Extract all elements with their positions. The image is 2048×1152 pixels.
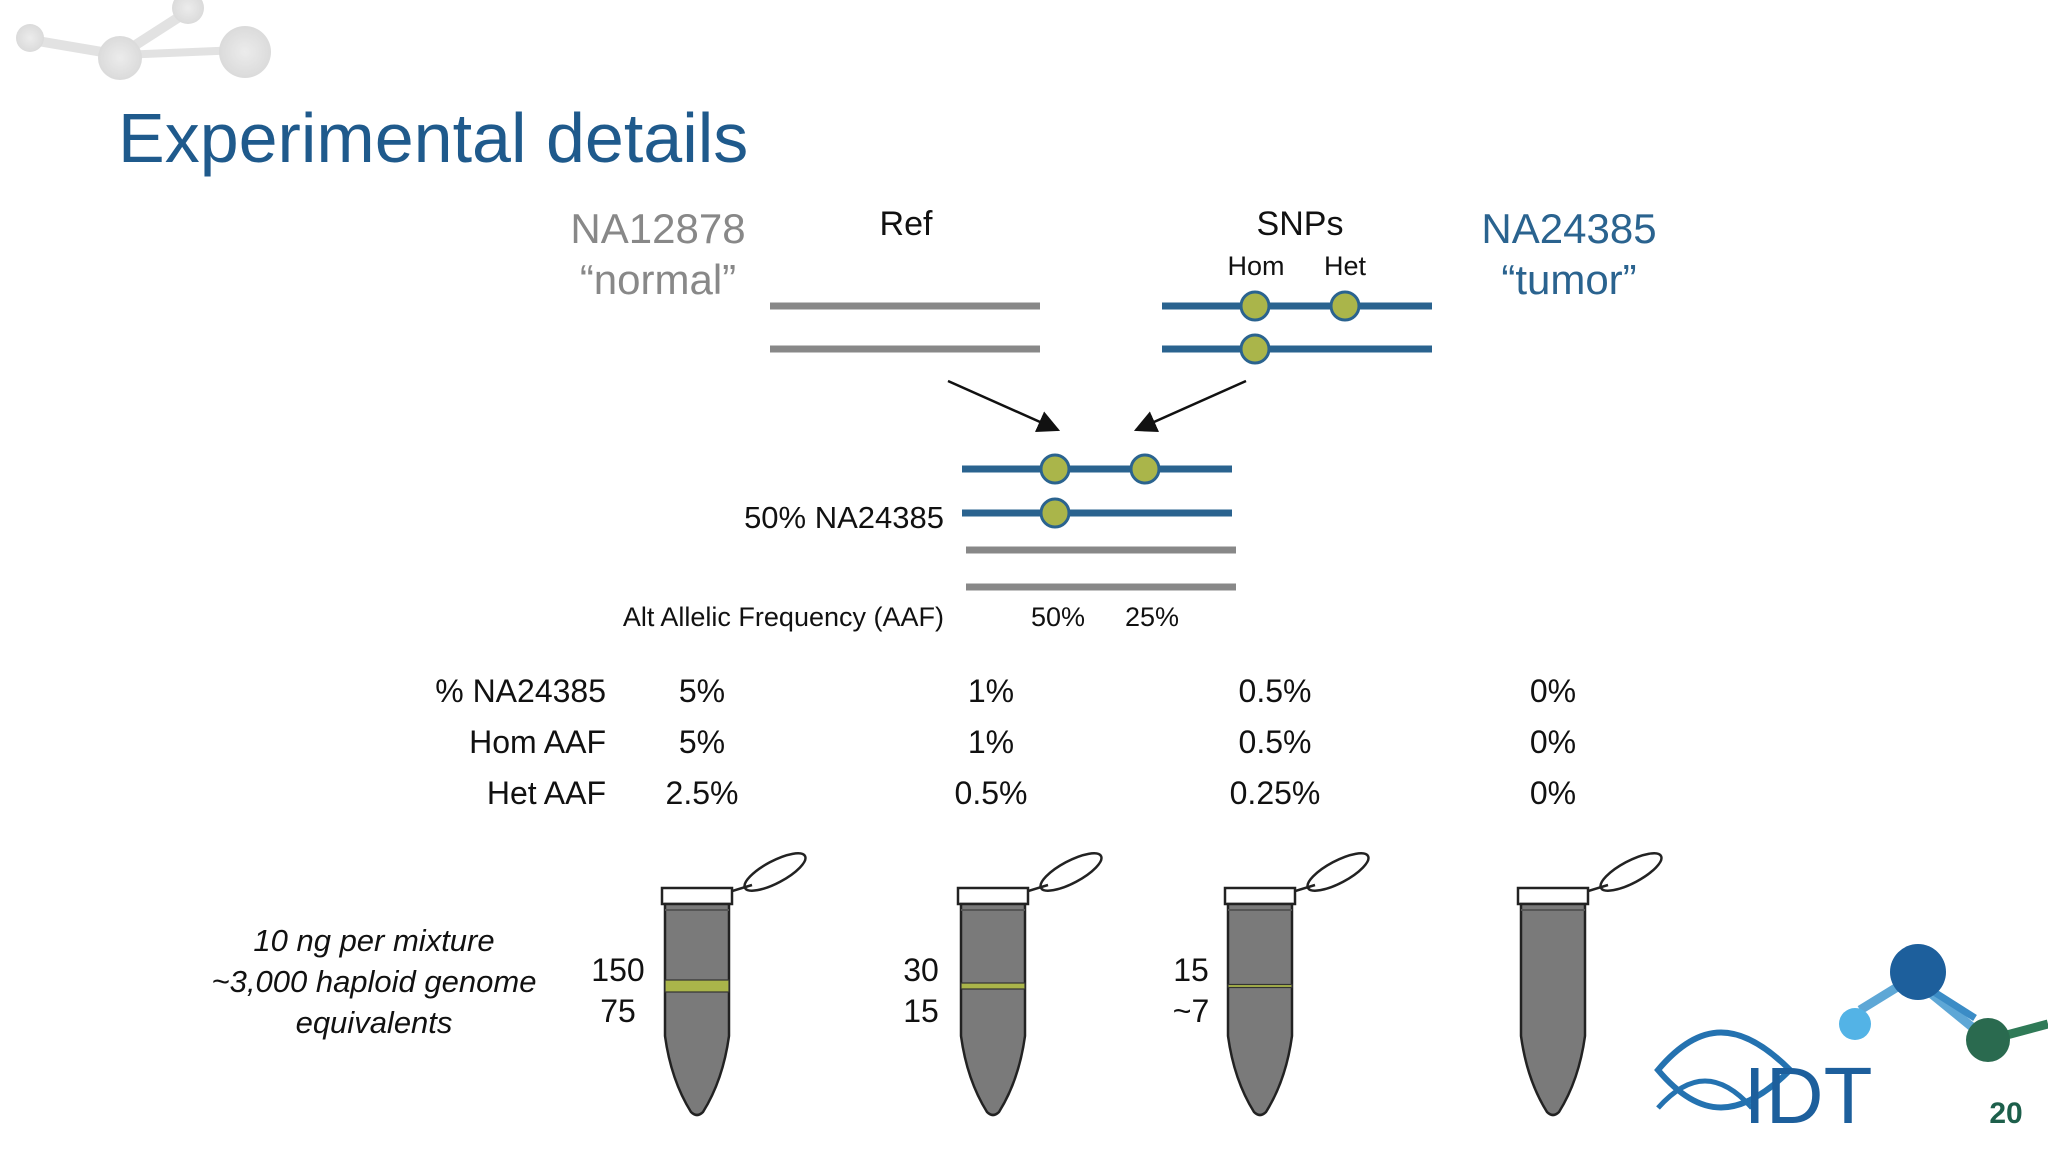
normal-sample-name: NA12878: [570, 205, 745, 252]
tube-rim: [1516, 886, 1590, 906]
dna-band: [1227, 983, 1293, 989]
table-cell: 0%: [1530, 673, 1576, 709]
table-cell: 0.25%: [1230, 775, 1321, 811]
tube-rim: [956, 886, 1030, 906]
table-cell: 5%: [679, 673, 725, 709]
hom-snp-dot: [1039, 453, 1071, 485]
hom-snp-dot: [1239, 333, 1271, 365]
tubes-group: [660, 852, 1663, 1117]
tube-lid: [1306, 852, 1370, 892]
table-cell: 0.5%: [1239, 724, 1312, 760]
tube-count: 15: [903, 993, 939, 1029]
hom-snp-dot: [1239, 290, 1271, 322]
tube: [956, 852, 1103, 1117]
arrow-from-ref: [947, 379, 1061, 433]
hom-label: Hom: [1227, 251, 1284, 281]
molecule-decoration: [16, 0, 271, 80]
table-cell: 2.5%: [666, 775, 739, 811]
snp-strands: [1162, 290, 1432, 365]
mixture-strands: [962, 453, 1236, 591]
note-line: 10 ng per mixture: [253, 923, 494, 958]
hom-snp-dot: [1039, 497, 1071, 529]
het-snp-dot: [1329, 290, 1361, 322]
tube: [660, 852, 807, 1117]
tube-body: [663, 902, 731, 1117]
aaf-label: Alt Allelic Frequency (AAF): [623, 602, 944, 632]
tube-body: [1519, 902, 1587, 1117]
tube-lid: [1039, 852, 1103, 892]
tube-lid: [1599, 852, 1663, 892]
tube-rim: [660, 886, 734, 906]
table-cell: 0%: [1530, 724, 1576, 760]
tube-rim: [1223, 886, 1297, 906]
dna-helix-icon: [1654, 1029, 1795, 1111]
table-cell: 5%: [679, 724, 725, 760]
note-line: equivalents: [296, 1005, 453, 1040]
table-cell: 0%: [1530, 775, 1576, 811]
tumor-sample-name: NA24385: [1481, 205, 1656, 252]
het-snp-dot: [1129, 453, 1161, 485]
tube-count: ~7: [1173, 993, 1209, 1029]
table-cell: 0.5%: [955, 775, 1028, 811]
table-row-label: % NA24385: [435, 673, 606, 709]
page-number: 20: [1989, 1097, 2022, 1130]
table-row-label: Hom AAF: [469, 724, 606, 760]
snps-label: SNPs: [1257, 205, 1344, 243]
slide-title: Experimental details: [118, 99, 748, 177]
het-label: Het: [1324, 251, 1367, 281]
dna-band: [664, 979, 730, 993]
mixture-note: 10 ng per mixture ~3,000 haploid genome …: [212, 923, 537, 1040]
idt-logo: IDT: [1654, 944, 2048, 1140]
tube-count: 150: [591, 952, 644, 988]
table-cell: 1%: [968, 673, 1014, 709]
ref-strands: [770, 302, 1040, 353]
ref-label: Ref: [880, 205, 933, 243]
tube-count: 75: [600, 993, 636, 1029]
aaf-het-value: 25%: [1125, 602, 1179, 632]
note-line: ~3,000 haploid genome: [212, 964, 537, 999]
table-row-label: Het AAF: [487, 775, 606, 811]
mixture-label: 50% NA24385: [744, 500, 944, 535]
table-cell: 0.5%: [1239, 673, 1312, 709]
tube-counts: 150 75 30 15 15 ~7: [591, 952, 1209, 1029]
arrow-from-snps: [1133, 379, 1247, 433]
normal-sample-label: “normal”: [580, 256, 736, 303]
tube-body: [959, 902, 1027, 1117]
tube-count: 15: [1173, 952, 1209, 988]
tumor-sample-label: “tumor”: [1501, 256, 1636, 303]
tube-count: 30: [903, 952, 939, 988]
tube-lid: [743, 852, 807, 892]
aaf-hom-value: 50%: [1031, 602, 1085, 632]
dna-band: [960, 982, 1026, 990]
logo-text: IDT: [1744, 1051, 1873, 1140]
table-cell: 1%: [968, 724, 1014, 760]
tube-body: [1226, 902, 1294, 1117]
dilution-table: % NA24385 Hom AAF Het AAF 5% 5% 2.5% 1% …: [435, 673, 1576, 811]
tube: [1223, 852, 1370, 1117]
tube: [1516, 852, 1663, 1117]
